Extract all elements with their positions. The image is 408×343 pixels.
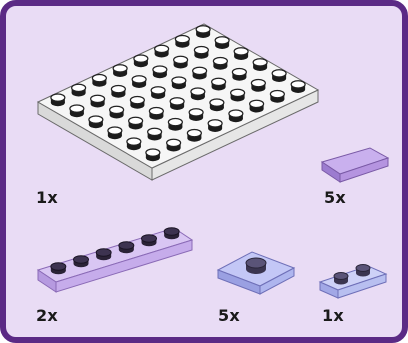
stud-top <box>145 148 161 157</box>
trans-purple-plate-1x2-image <box>318 264 388 299</box>
stud-top <box>131 75 147 84</box>
part-count-trans-purple-1x2: 1x <box>322 306 344 325</box>
stud-top <box>271 69 287 78</box>
lavender-plate-image <box>36 227 194 293</box>
stud-top <box>128 116 144 126</box>
stud-top <box>71 83 87 93</box>
stud-top <box>190 87 206 96</box>
part-count-trans-purple-2x2: 5x <box>218 306 240 325</box>
stud-top <box>214 36 230 45</box>
stud-top <box>207 119 223 128</box>
stud-top <box>192 66 208 76</box>
stud-top <box>118 241 135 250</box>
stud-top <box>228 109 244 118</box>
stud-top <box>50 93 66 102</box>
stud-top <box>152 65 168 74</box>
part-count-white-plate: 1x <box>36 188 58 207</box>
stud-top <box>250 78 266 88</box>
stud-top <box>290 80 306 89</box>
stud-top <box>107 126 123 135</box>
stud-top <box>163 227 180 236</box>
stud-top <box>167 117 183 127</box>
stud-top <box>174 34 190 44</box>
stud-top <box>69 104 85 113</box>
stud-top <box>209 98 225 107</box>
stud-top <box>109 105 125 115</box>
stud-top <box>186 128 202 138</box>
stud-top <box>195 25 211 34</box>
stud-top <box>171 76 187 85</box>
stud-top <box>193 45 209 55</box>
stud-top <box>112 64 128 73</box>
stud-top <box>50 262 67 271</box>
stud-top <box>211 77 227 87</box>
stud-top <box>133 54 149 63</box>
stud-top <box>169 97 185 106</box>
trans-purple-plate-2x2-image <box>216 251 296 295</box>
stud-top <box>230 88 246 98</box>
stud-top <box>231 67 247 77</box>
stud-top <box>249 99 265 109</box>
stud-top <box>233 47 249 56</box>
stud-top <box>188 108 204 117</box>
stud-top <box>95 248 112 257</box>
stud-top <box>154 44 170 54</box>
stud-top <box>110 84 126 94</box>
stud-top <box>269 89 285 99</box>
stud-top <box>73 255 89 264</box>
stud-top <box>212 56 228 66</box>
stud-top <box>129 95 145 105</box>
stud-top <box>90 94 106 104</box>
stud-top <box>147 127 163 137</box>
stud-top <box>88 115 104 124</box>
stud-top <box>141 234 157 243</box>
part-count-lavender-tile: 5x <box>324 188 346 207</box>
stud-top <box>148 106 164 116</box>
stud-top <box>252 58 268 67</box>
stud-top <box>150 86 166 95</box>
lavender-tile-image <box>320 147 390 183</box>
stud-top <box>126 137 142 146</box>
stud-top <box>91 73 107 83</box>
stud-top <box>166 138 182 148</box>
white-plate-image <box>36 23 320 181</box>
part-count-lavender-plate: 2x <box>36 306 58 325</box>
stud-top <box>173 55 189 65</box>
